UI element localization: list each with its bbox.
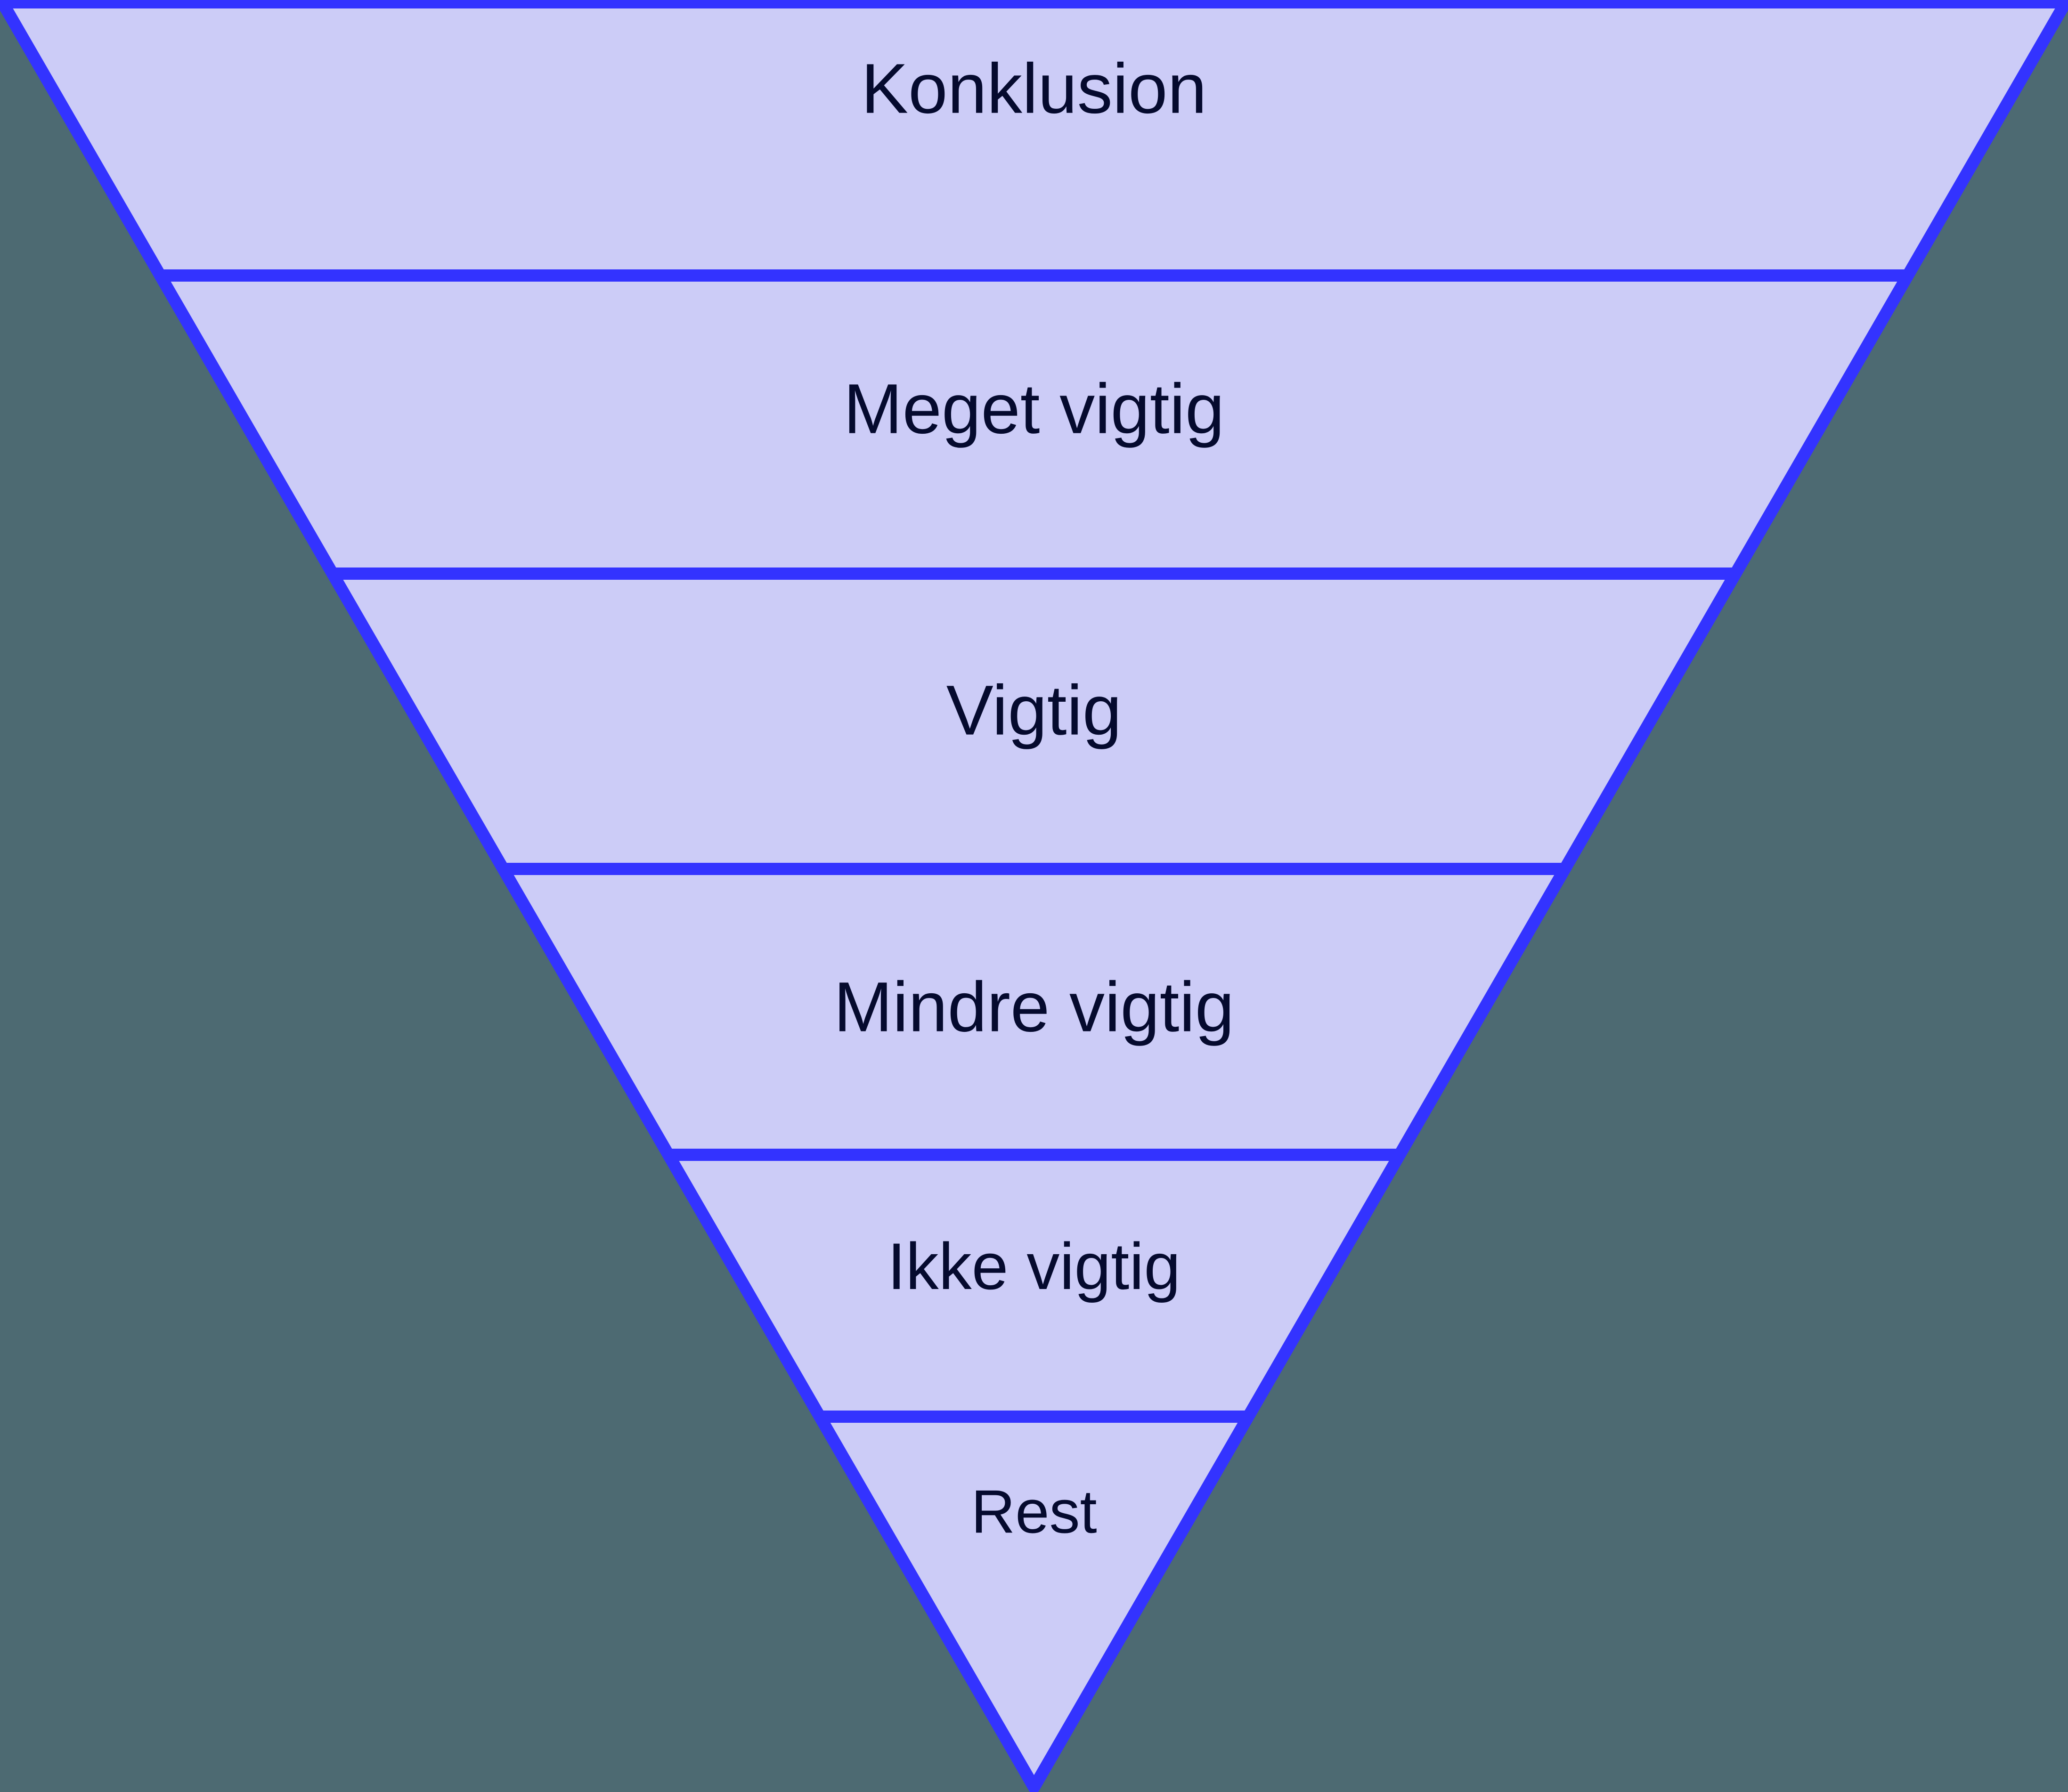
tier-shape-meget-vigtig[interactable] bbox=[160, 276, 1908, 574]
tier-label-vigtig: Vigtig bbox=[946, 671, 1122, 750]
tier-label-konklusion: Konklusion bbox=[861, 49, 1207, 128]
tier-label-ikke-vigtig: Ikke vigtig bbox=[887, 1229, 1181, 1303]
tier-shape-vigtig[interactable] bbox=[332, 574, 1736, 869]
tier-label-mindre-vigtig: Mindre vigtig bbox=[834, 967, 1234, 1046]
tier-shape-mindre-vigtig[interactable] bbox=[503, 869, 1565, 1155]
tier-shape-ikke-vigtig[interactable] bbox=[668, 1155, 1400, 1417]
tier-labels: Konklusion Meget vigtig Vigtig Mindre vi… bbox=[834, 49, 1234, 1546]
tier-dividers bbox=[160, 269, 1908, 1423]
tier-label-rest: Rest bbox=[971, 1477, 1097, 1546]
tier-label-meget-vigtig: Meget vigtig bbox=[844, 369, 1225, 448]
tier-shape-konklusion[interactable] bbox=[2, 2, 2066, 276]
tier-shape-rest[interactable] bbox=[820, 1417, 1248, 1787]
